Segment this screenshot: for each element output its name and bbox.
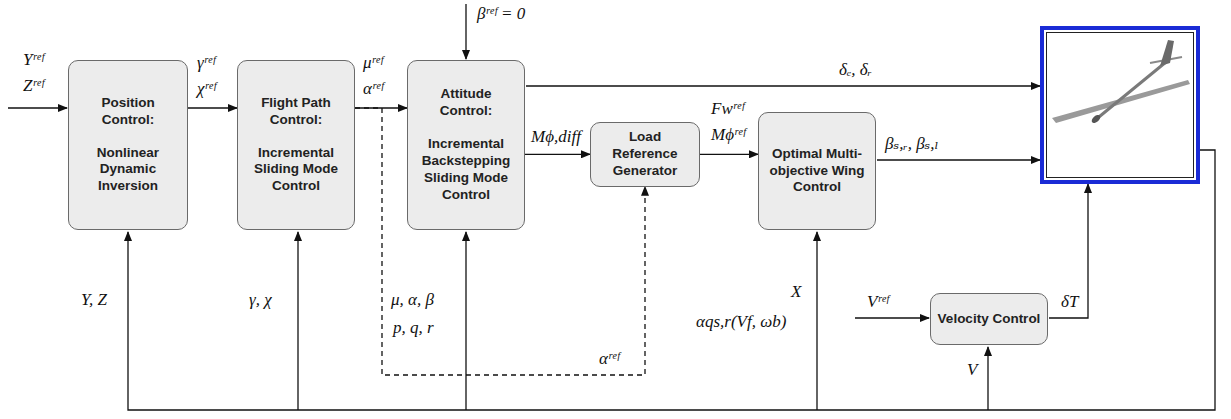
signal-connector — [700, 154, 758, 155]
block-text: Load Reference Generator — [596, 129, 694, 180]
signal-label: δₑ, δᵣ — [838, 60, 873, 80]
aircraft-illustration — [1042, 28, 1198, 182]
signal-label: Fwʳᵉᶠ Mϕʳᵉᶠ — [710, 96, 746, 148]
signal-label: μ, α, β — [390, 290, 435, 310]
input-signal — [855, 317, 929, 318]
signal-label: V — [966, 360, 978, 380]
actuator-signal — [877, 159, 1040, 160]
signal-label: Y, Z — [80, 290, 108, 310]
block-heading: Flight Path Control: — [243, 95, 349, 129]
glider-wing — [1052, 80, 1190, 123]
signal-label: βʳᵉᶠ = 0 — [476, 4, 526, 24]
control-block: Load Reference Generator — [590, 122, 700, 187]
control-block: Flight Path Control: Incremental Sliding … — [237, 60, 355, 230]
block-text: Optimal Multi-objective Wing Control — [764, 146, 870, 197]
block-text: Nonlinear Dynamic Inversion — [74, 145, 182, 196]
feedback-line — [297, 232, 298, 410]
signal-label: δT — [1060, 292, 1079, 312]
signal-label: X — [790, 282, 802, 302]
glider-nose — [1090, 113, 1102, 124]
glider-fuselage — [1094, 62, 1166, 121]
feedback-line — [987, 347, 988, 410]
actuator-signal — [526, 85, 1040, 86]
signal-label: μʳᵉᶠ αʳᵉᶠ — [362, 50, 384, 102]
signal-label: αʳᵉᶠ — [598, 346, 620, 372]
signal-label: γ, χ — [248, 290, 273, 310]
feedback-line — [816, 232, 817, 410]
aircraft-frame — [1047, 33, 1194, 178]
block-text: Incremental Sliding Mode Control — [243, 145, 349, 196]
feedback-line — [465, 232, 466, 410]
input-signal — [8, 107, 67, 108]
signal-connector — [525, 154, 590, 155]
signal-label: Mϕ,diff — [530, 124, 582, 150]
block-text: Velocity Control — [936, 311, 1042, 328]
signal-label: Yʳᵉᶠ — [22, 50, 45, 70]
block-heading: Attitude Control: — [413, 86, 519, 120]
signal-label: βₛ,ᵣ, βₛ,ₗ — [884, 134, 940, 154]
block-heading: Position Control: — [74, 95, 182, 129]
control-block: Attitude Control: Incremental Backsteppin… — [407, 60, 525, 230]
signal-label: Vʳᵉᶠ — [866, 292, 890, 312]
control-block: Optimal Multi-objective Wing Control — [758, 112, 876, 230]
control-block: Position Control: Nonlinear Dynamic Inver… — [68, 60, 188, 230]
actuator-signal — [1049, 184, 1088, 318]
input-signal — [465, 4, 466, 59]
signal-label: αqs,r(Vf, ωb) — [695, 312, 787, 332]
block-text: Incremental Backstepping Sliding Mode Co… — [413, 136, 519, 204]
signal-label: γʳᵉᶠ χʳᵉᶠ — [196, 50, 217, 102]
aircraft-frame — [1042, 28, 1198, 182]
signal-connector — [188, 107, 237, 108]
signal-label: p, q, r — [392, 318, 435, 338]
glider-fin — [1160, 40, 1174, 66]
signal-label: Zʳᵉᶠ — [22, 76, 45, 96]
signal-connector — [355, 107, 407, 108]
control-block: Velocity Control — [930, 293, 1048, 345]
